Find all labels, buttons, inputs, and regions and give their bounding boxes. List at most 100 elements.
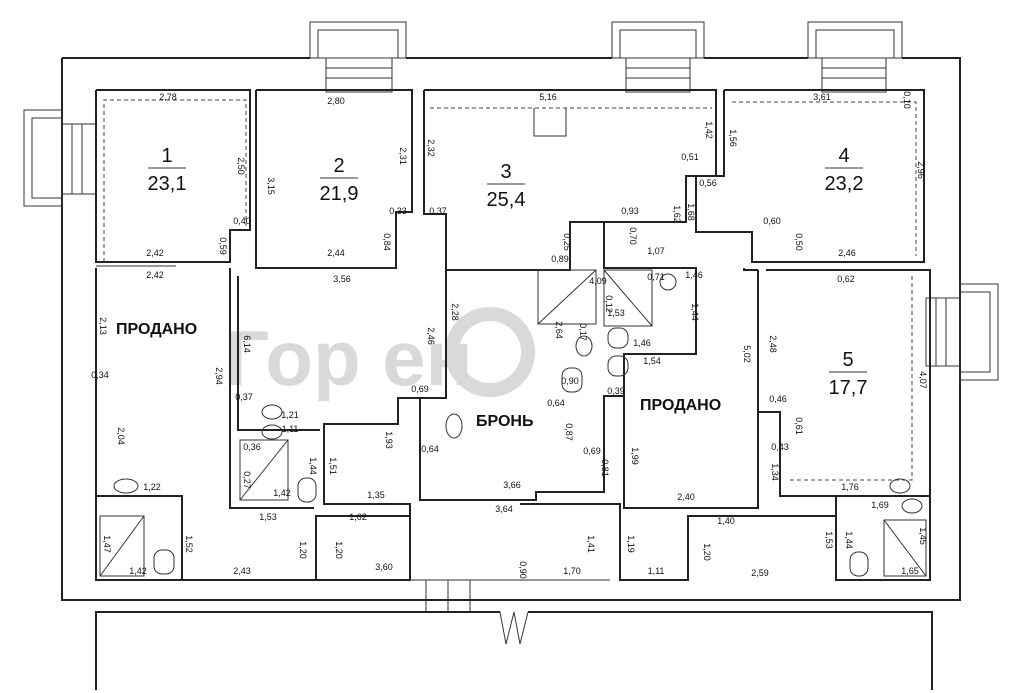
left-corridor-wall (237, 276, 320, 431)
dimension-label: 0,12 (604, 295, 614, 313)
dimension-label: 6,14 (242, 335, 252, 353)
dimension-label: 1,11 (282, 424, 299, 434)
dimension-label: 1,20 (334, 541, 344, 559)
dimension-label: 4,07 (918, 371, 928, 389)
dimension-label: 3,61 (813, 92, 831, 102)
room-3-label: 3 25,4 (487, 161, 526, 211)
dimension-label: 0,27 (242, 471, 252, 489)
dimension-label: 1,70 (563, 566, 581, 576)
dimension-label: 1,69 (871, 500, 889, 510)
room-number: 2 (333, 155, 344, 177)
toilet-icon-4 (607, 327, 629, 349)
room-4-walls (695, 89, 925, 263)
dimension-label: 0,40 (233, 216, 251, 226)
dimension-label: 2,94 (214, 367, 224, 385)
watermark-logo (445, 307, 535, 397)
dimension-label: 0,70 (628, 227, 638, 245)
room-area: 23,1 (148, 173, 187, 195)
room-5-dashed (790, 276, 913, 481)
dimension-label: 3,60 (375, 562, 393, 572)
dimension-label: 0,87 (564, 423, 574, 441)
dimension-label: 1,62 (349, 512, 367, 522)
dimension-label: 1,20 (702, 543, 712, 561)
balcony-top-1 (309, 21, 407, 93)
room-4-dashed (732, 101, 917, 256)
dimension-label: 2,59 (751, 568, 769, 578)
toilet-icon-5 (607, 355, 629, 377)
dimension-label: 1,20 (298, 541, 308, 559)
dimension-label: 0,90 (561, 376, 579, 386)
dimension-label: 1,76 (841, 482, 859, 492)
dimension-label: 1,53 (607, 308, 625, 318)
dimension-label: 1,68 (686, 203, 696, 221)
dimension-label: 5,16 (539, 92, 557, 102)
dimension-label: 1,45 (918, 527, 928, 545)
dimension-label: 1,54 (643, 356, 661, 366)
room-2-walls (255, 89, 413, 269)
dimension-label: 1,40 (717, 516, 735, 526)
lower-strip-2 (520, 503, 837, 581)
sink-icon-7 (889, 478, 911, 494)
bottom-wall-right (528, 611, 933, 690)
room-area: 25,4 (487, 189, 526, 211)
dimension-label: 2,46 (426, 327, 436, 345)
dimension-label: 0,46 (769, 394, 787, 404)
center-shower-2 (603, 269, 653, 327)
status-sold-left: ПРОДАНО (116, 321, 197, 338)
dimension-label: 2,42 (146, 248, 164, 258)
sink-icon-8 (901, 498, 923, 514)
right-apartment-walls (604, 395, 781, 509)
dimension-label: 0,33 (389, 206, 407, 216)
left-inner-wall (229, 268, 314, 509)
balcony-right (925, 283, 999, 381)
dimension-label: 0,93 (621, 206, 639, 216)
dimension-label: 1,19 (626, 535, 636, 553)
right-apartment-wall-2 (743, 268, 758, 271)
dimension-label: 2,42 (146, 270, 164, 280)
dimension-label: 0,39 (607, 386, 625, 396)
dimension-label: 0,50 (794, 233, 804, 251)
dimension-label: 0,34 (91, 370, 109, 380)
sink-icon-2 (261, 404, 283, 420)
dimension-label: 2,31 (398, 147, 408, 165)
dimension-label: 1,46 (685, 270, 703, 280)
dimension-label: 0,43 (771, 442, 789, 452)
room-area: 23,2 (825, 173, 864, 195)
dimension-label: 1,62 (672, 205, 682, 223)
dimension-label: 0,51 (681, 152, 699, 162)
room-4-label: 4 23,2 (825, 145, 864, 195)
dimension-label: 0,17 (578, 323, 588, 341)
dimension-label: 2,46 (838, 248, 856, 258)
dimension-label: 3,64 (495, 504, 513, 514)
dimension-label: 2,13 (98, 317, 108, 335)
balcony-top-3 (807, 21, 903, 93)
dimension-label: 3,66 (503, 480, 521, 490)
room-3-column (533, 108, 567, 137)
balcony-top-2 (611, 21, 705, 93)
center-apartment-walls (398, 221, 697, 501)
dimension-label: 1,99 (630, 447, 640, 465)
dimension-label: 0,37 (429, 206, 447, 216)
dimension-label: 0,81 (600, 459, 610, 477)
center-shower (537, 269, 597, 325)
right-shower (883, 519, 927, 577)
sink-icon (113, 478, 139, 494)
room-area: 17,7 (829, 377, 868, 399)
dimension-label: 2,32 (426, 139, 436, 157)
dimension-label: 0,59 (218, 237, 228, 255)
dimension-label: 1,51 (328, 457, 338, 475)
sink-icon-4 (575, 335, 593, 357)
dimension-label: 0,62 (837, 274, 855, 284)
dimension-label: 1,44 (308, 457, 318, 475)
bottom-wall-left (95, 611, 500, 690)
dimension-label: 1,44 (690, 303, 700, 321)
sink-icon-3 (261, 424, 283, 440)
dimension-label: 2,04 (116, 427, 126, 445)
dimension-label: 1,22 (143, 482, 161, 492)
dimension-label: 1,34 (770, 463, 780, 481)
outer-wall (61, 57, 961, 601)
dimension-label: 4,09 (589, 276, 607, 286)
dimension-label: 0,84 (382, 233, 392, 251)
room-5-label: 5 17,7 (829, 349, 868, 399)
